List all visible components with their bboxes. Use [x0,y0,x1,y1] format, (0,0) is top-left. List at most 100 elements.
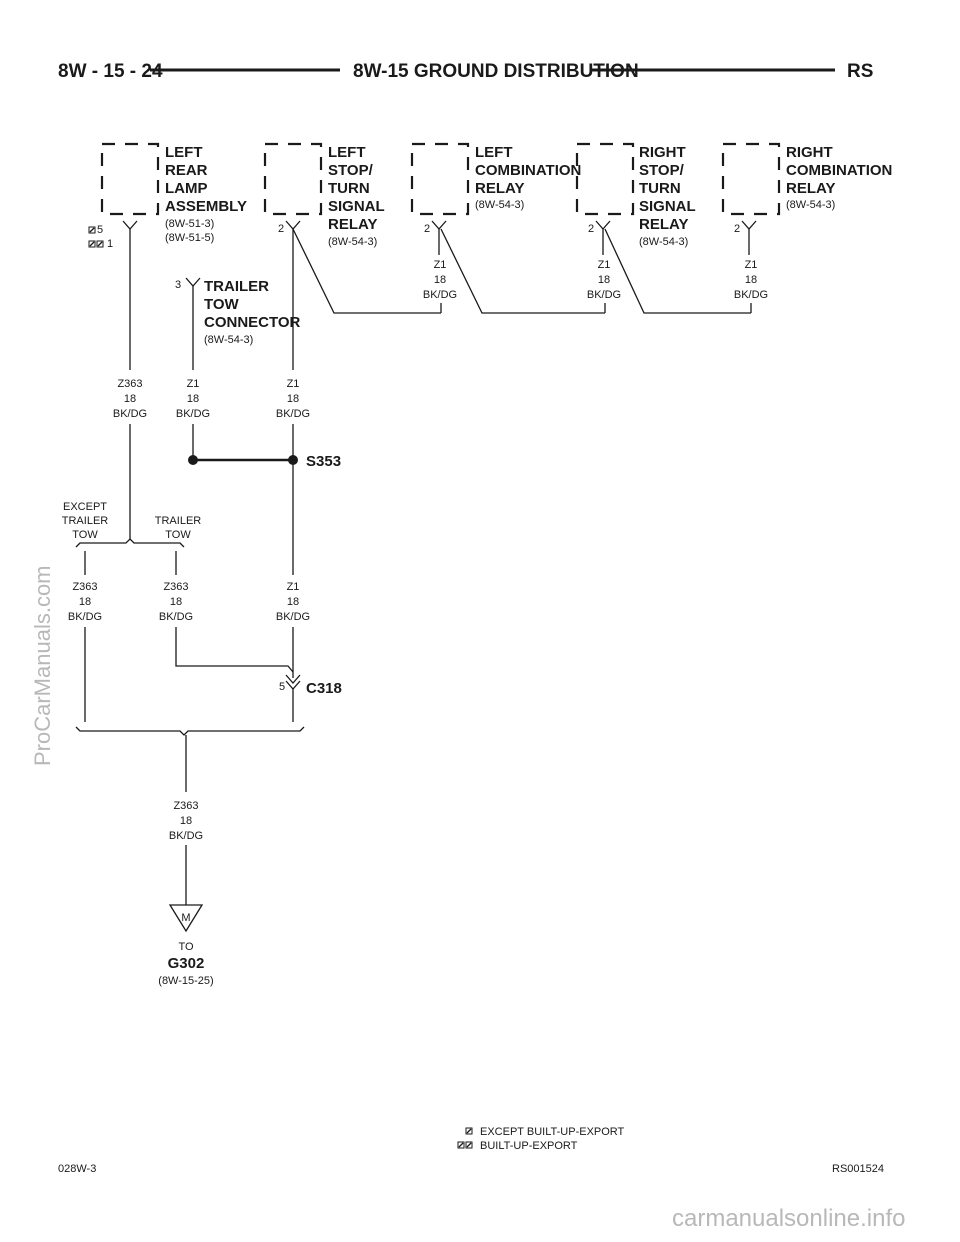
left-stop-turn-box [263,142,323,216]
svg-text:LEFT: LEFT [165,144,203,161]
wire-label-z363-except: Z363 18 BK/DG [68,581,102,623]
svg-text:18: 18 [124,393,136,405]
svg-text:TURN: TURN [328,180,370,197]
pin-left-stop-turn: 2 [278,220,301,235]
wire-label-z363-bottom: Z363 18 BK/DG [169,800,203,842]
ground-symbol-label: M [181,912,190,924]
svg-text:(8W-54-3): (8W-54-3) [475,199,524,211]
svg-text:G302: G302 [168,955,205,972]
svg-text:BK/DG: BK/DG [734,289,768,301]
side-watermark: ProCarManuals.com [30,565,55,766]
svg-text:(8W-15-25): (8W-15-25) [158,975,213,987]
svg-text:TURN: TURN [639,180,681,197]
svg-text:TOW: TOW [204,296,240,313]
svg-text:2: 2 [278,223,284,235]
left-rear-lamp-box [100,142,160,216]
splice-s353: S353 [129,424,341,575]
svg-text:RIGHT: RIGHT [786,144,833,161]
legend-item-except-built-up-export: EXCEPT BUILT-UP-EXPORT [480,1126,625,1138]
svg-text:STOP/: STOP/ [328,162,374,179]
svg-text:(8W-51-5): (8W-51-5) [165,232,214,244]
svg-text:COMBINATION: COMBINATION [475,162,581,179]
svg-text:LEFT: LEFT [328,144,366,161]
branch-trailer-tow: TRAILER TOW [155,515,202,541]
svg-text:(8W-54-3): (8W-54-3) [786,199,835,211]
svg-text:LAMP: LAMP [165,180,208,197]
svg-text:LEFT: LEFT [475,144,513,161]
legend-item-built-up-export: BUILT-UP-EXPORT [480,1140,578,1152]
page-title: 8W-15 GROUND DISTRIBUTION [353,61,639,82]
svg-text:Z1: Z1 [434,259,447,271]
svg-text:SIGNAL: SIGNAL [639,198,696,215]
svg-text:2: 2 [588,223,594,235]
svg-text:1: 1 [107,238,113,250]
left-stop-turn-label: LEFT STOP/ TURN SIGNAL RELAY (8W-54-3) [328,144,385,248]
svg-text:(8W-54-3): (8W-54-3) [204,334,253,346]
svg-text:2: 2 [734,223,740,235]
wire-grounds-chain [292,228,752,314]
svg-text:18: 18 [287,596,299,608]
wire-label-right-stop-turn: Z1 18 BK/DG [587,259,621,301]
wire-label-left-combination: Z1 18 BK/DG [423,259,457,301]
svg-text:Z1: Z1 [598,259,611,271]
svg-text:RELAY: RELAY [328,216,377,233]
right-stop-turn-label: RIGHT STOP/ TURN SIGNAL RELAY (8W-54-3) [639,144,696,248]
wire-label-z1-lower: Z1 18 BK/DG [276,581,310,623]
branch-except-trailer-tow: EXCEPT TRAILER TOW [62,501,109,541]
svg-text:ASSEMBLY: ASSEMBLY [165,198,247,215]
svg-text:Z1: Z1 [745,259,758,271]
svg-text:(8W-54-3): (8W-54-3) [639,236,688,248]
svg-text:C318: C318 [306,680,342,697]
svg-text:Z363: Z363 [117,378,142,390]
left-combination-label: LEFT COMBINATION RELAY (8W-54-3) [475,144,581,211]
svg-text:18: 18 [598,274,610,286]
wire-label-trailer: Z1 18 BK/DG [176,378,210,420]
svg-text:Z363: Z363 [173,800,198,812]
footer-code-left: 028W-3 [58,1163,96,1175]
svg-text:Z1: Z1 [287,581,300,593]
svg-text:SIGNAL: SIGNAL [328,198,385,215]
svg-text:BK/DG: BK/DG [587,289,621,301]
model-code: RS [847,61,873,82]
svg-text:2: 2 [424,223,430,235]
svg-text:5: 5 [97,224,103,236]
wire-label-z363-trailer: Z363 18 BK/DG [159,581,193,623]
svg-text:18: 18 [745,274,757,286]
trailer-tow-connector: 3 TRAILER TOW CONNECTOR (8W-54-3) [175,277,301,346]
legend: EXCEPT BUILT-UP-EXPORT BUILT-UP-EXPORT [457,1126,625,1152]
wire-label-left-stop: Z1 18 BK/DG [276,378,310,420]
svg-text:18: 18 [180,815,192,827]
svg-text:Z1: Z1 [187,378,200,390]
right-combination-label: RIGHT COMBINATION RELAY (8W-54-3) [786,144,892,211]
svg-text:EXCEPT: EXCEPT [63,501,107,513]
svg-text:18: 18 [170,596,182,608]
splice-label: S353 [306,453,341,470]
svg-text:TRAILER: TRAILER [204,278,269,295]
svg-text:Z363: Z363 [163,581,188,593]
wire-label-right-combination: Z1 18 BK/DG [734,259,768,301]
svg-text:COMBINATION: COMBINATION [786,162,892,179]
svg-text:Z1: Z1 [287,378,300,390]
pin-right-combination: 2 [734,220,757,235]
branch-bracket [75,538,185,548]
svg-text:Z363: Z363 [72,581,97,593]
footer-code-right: RS001524 [832,1163,884,1175]
svg-text:18: 18 [79,596,91,608]
svg-text:TO: TO [178,941,194,953]
svg-text:BK/DG: BK/DG [113,408,147,420]
right-stop-turn-box [575,142,635,216]
svg-text:18: 18 [287,393,299,405]
svg-text:3: 3 [175,279,181,291]
svg-text:18: 18 [434,274,446,286]
bottom-watermark: carmanualsonline.info [672,1205,905,1232]
svg-text:BK/DG: BK/DG [169,830,203,842]
left-rear-lamp-label: LEFT REAR LAMP ASSEMBLY (8W-51-3) (8W-51… [165,144,247,244]
svg-text:(8W-51-3): (8W-51-3) [165,218,214,230]
wire-label-z363-upper: Z363 18 BK/DG [113,378,147,420]
svg-text:RELAY: RELAY [475,180,524,197]
svg-text:BK/DG: BK/DG [68,611,102,623]
svg-text:TOW: TOW [165,529,191,541]
svg-text:BK/DG: BK/DG [159,611,193,623]
svg-text:BK/DG: BK/DG [276,408,310,420]
